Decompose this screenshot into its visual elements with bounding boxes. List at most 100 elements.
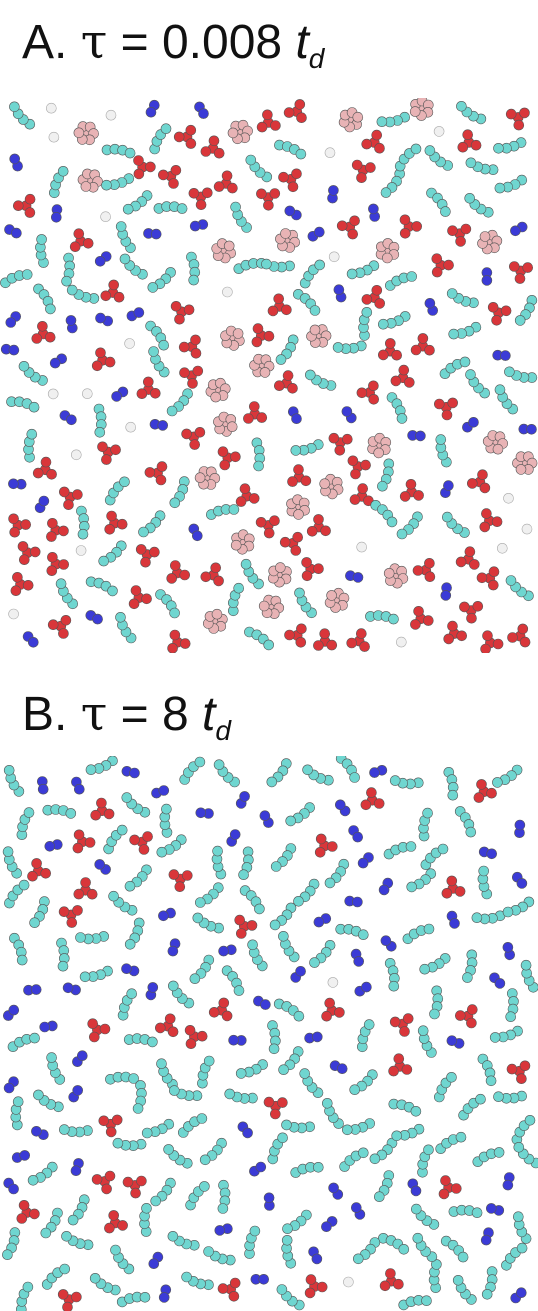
- bead: [383, 567, 395, 579]
- panel-b-snapshot: [0, 756, 538, 1311]
- cyan-molecule: [192, 912, 224, 934]
- bead: [487, 302, 499, 313]
- bead: [149, 546, 160, 558]
- red-molecule: [301, 557, 324, 582]
- bead: [195, 807, 207, 819]
- pink-molecule: [512, 451, 538, 475]
- bead: [341, 406, 353, 417]
- bead: [80, 181, 92, 192]
- cyan-molecule: [276, 1284, 305, 1311]
- cyan-molecule: [35, 234, 49, 268]
- bead: [435, 434, 447, 445]
- cyan-molecule: [446, 288, 479, 309]
- cyan-molecule: [440, 1235, 469, 1263]
- bead: [140, 556, 151, 568]
- cyan-molecule: [290, 439, 324, 456]
- red-molecule: [306, 514, 331, 537]
- white-molecule: [496, 542, 508, 554]
- bead: [129, 834, 140, 846]
- bead: [275, 354, 287, 365]
- blue-molecule: [71, 776, 85, 795]
- pink-molecule: [375, 238, 400, 264]
- cyan-molecule: [27, 1161, 58, 1186]
- red-molecule: [136, 376, 161, 400]
- bead: [22, 1281, 34, 1293]
- blue-molecule: [214, 1223, 233, 1236]
- blue-molecule: [68, 1085, 83, 1103]
- cyan-molecule: [278, 1046, 304, 1076]
- bead: [111, 391, 122, 402]
- bead: [369, 1153, 381, 1165]
- bead: [352, 896, 363, 908]
- cyan-molecule: [420, 843, 449, 870]
- bead: [399, 214, 411, 226]
- bead: [293, 896, 304, 907]
- bead: [417, 1025, 429, 1037]
- bead: [5, 317, 17, 328]
- blue-molecule: [226, 829, 241, 847]
- red-molecule: [234, 914, 258, 939]
- cyan-molecule: [116, 1291, 151, 1308]
- bead: [203, 1055, 215, 1067]
- bead: [104, 1222, 115, 1234]
- bead: [72, 842, 84, 854]
- blue-molecule: [510, 221, 528, 237]
- blue-molecule: [489, 972, 506, 989]
- bead: [185, 124, 197, 136]
- red-molecule: [476, 566, 500, 591]
- bead: [129, 767, 140, 779]
- cyan-molecule: [380, 168, 406, 198]
- red-molecule: [389, 1013, 414, 1037]
- bead: [94, 859, 105, 870]
- cyan-molecule: [477, 1053, 497, 1087]
- cyan-molecule: [428, 1259, 442, 1294]
- cyan-molecule: [6, 396, 40, 413]
- blue-molecule: [0, 343, 20, 356]
- cyan-molecule: [41, 1263, 70, 1290]
- bead: [31, 1125, 42, 1137]
- white-molecule: [75, 545, 87, 556]
- pink-molecule: [477, 229, 503, 255]
- bead: [510, 225, 521, 237]
- cyan-molecule: [169, 1085, 203, 1102]
- bead: [176, 203, 188, 214]
- bead: [334, 1007, 345, 1018]
- bead: [85, 764, 97, 775]
- bead: [80, 877, 91, 888]
- bead: [188, 274, 199, 286]
- blue-molecule: [158, 1284, 172, 1303]
- cyan-molecule: [145, 320, 169, 351]
- cyan-molecule: [67, 1194, 90, 1226]
- bead: [73, 228, 85, 239]
- bead: [65, 808, 77, 819]
- cyan-molecule: [228, 582, 244, 617]
- bead: [513, 119, 525, 131]
- bead: [464, 546, 476, 558]
- bead: [410, 1105, 422, 1117]
- white-molecule: [125, 421, 136, 433]
- bead: [373, 1191, 385, 1203]
- bead: [32, 467, 44, 479]
- bead: [18, 879, 30, 891]
- bead: [422, 807, 433, 819]
- bead: [417, 333, 429, 344]
- red-molecule: [508, 261, 534, 284]
- white-molecule: [395, 636, 407, 648]
- bead: [459, 356, 471, 368]
- cyan-molecule: [101, 143, 136, 159]
- blue-molecule: [149, 418, 168, 431]
- bead: [406, 881, 418, 893]
- bead: [347, 228, 359, 240]
- red-molecule: [399, 478, 424, 502]
- bead: [373, 447, 385, 459]
- pink-molecule: [409, 98, 434, 121]
- cyan-molecule: [358, 307, 373, 341]
- cyan-molecule: [93, 403, 107, 438]
- bead: [403, 377, 415, 388]
- cyan-molecule: [9, 101, 36, 130]
- cyan-molecule: [269, 902, 297, 931]
- blue-molecule: [368, 203, 381, 222]
- cyan-molecule: [293, 878, 320, 907]
- bead: [99, 1023, 111, 1035]
- red-molecule: [128, 585, 152, 610]
